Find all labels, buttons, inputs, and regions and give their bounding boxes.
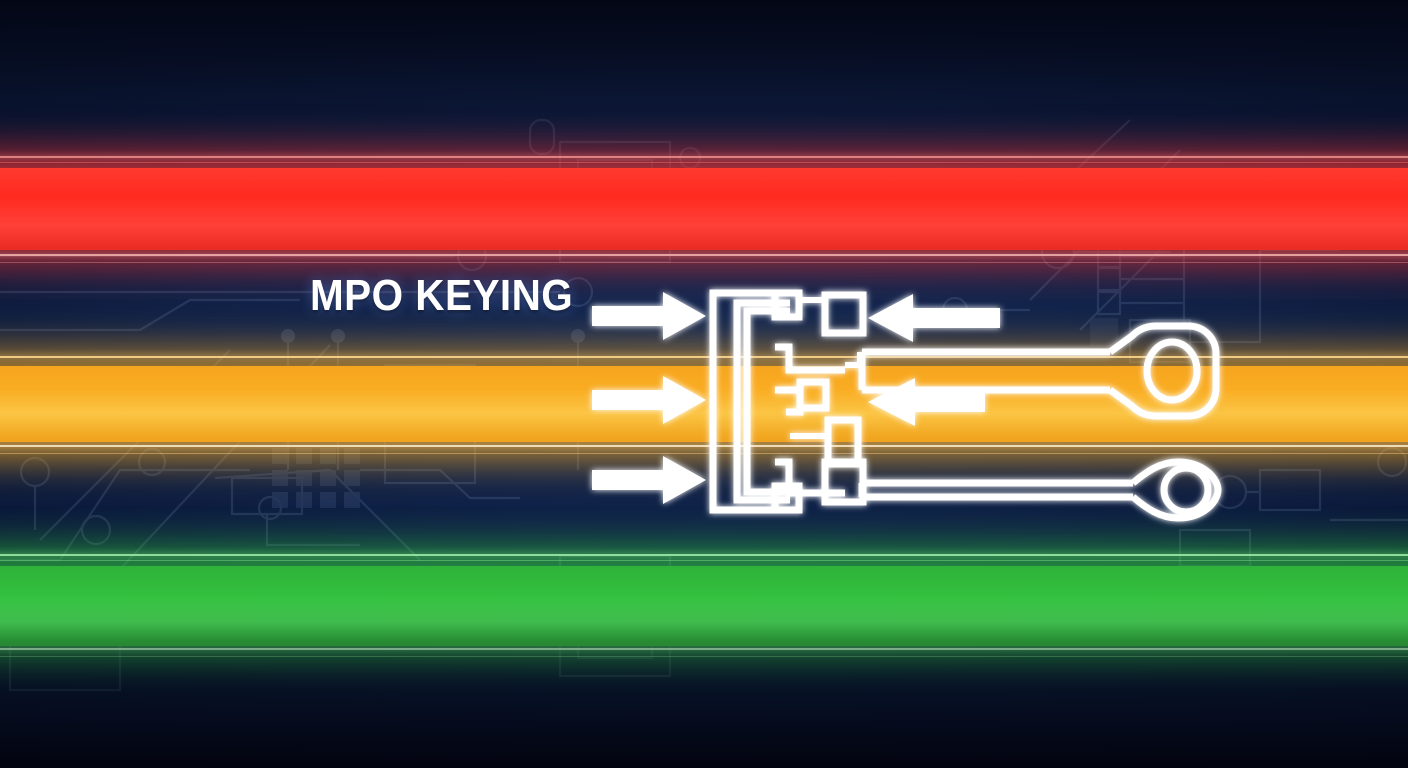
key-tab-middle-right [824,416,862,468]
arrow-out-top [868,294,1000,342]
key-hole-upper [1143,338,1201,404]
key-shape-upper [858,322,1220,420]
key-hole-lower [1160,464,1212,516]
key-step-upper [775,343,845,374]
mpo-connector-outline [709,289,790,514]
key-tab-upper-square [821,291,867,337]
page-title: MPO KEYING [310,271,574,320]
arrow-in-bottom [592,456,706,504]
key-tab-lower-left [771,482,803,514]
key-tab-middle [796,378,830,412]
arrow-in-middle [592,376,706,424]
arrow-out-middle [868,378,985,426]
arrow-in-top [592,292,706,340]
key-shape-lower [858,458,1222,522]
key-step-lower [775,458,845,497]
key-step-middle [775,386,804,416]
key-tab-upper-left [771,289,803,321]
